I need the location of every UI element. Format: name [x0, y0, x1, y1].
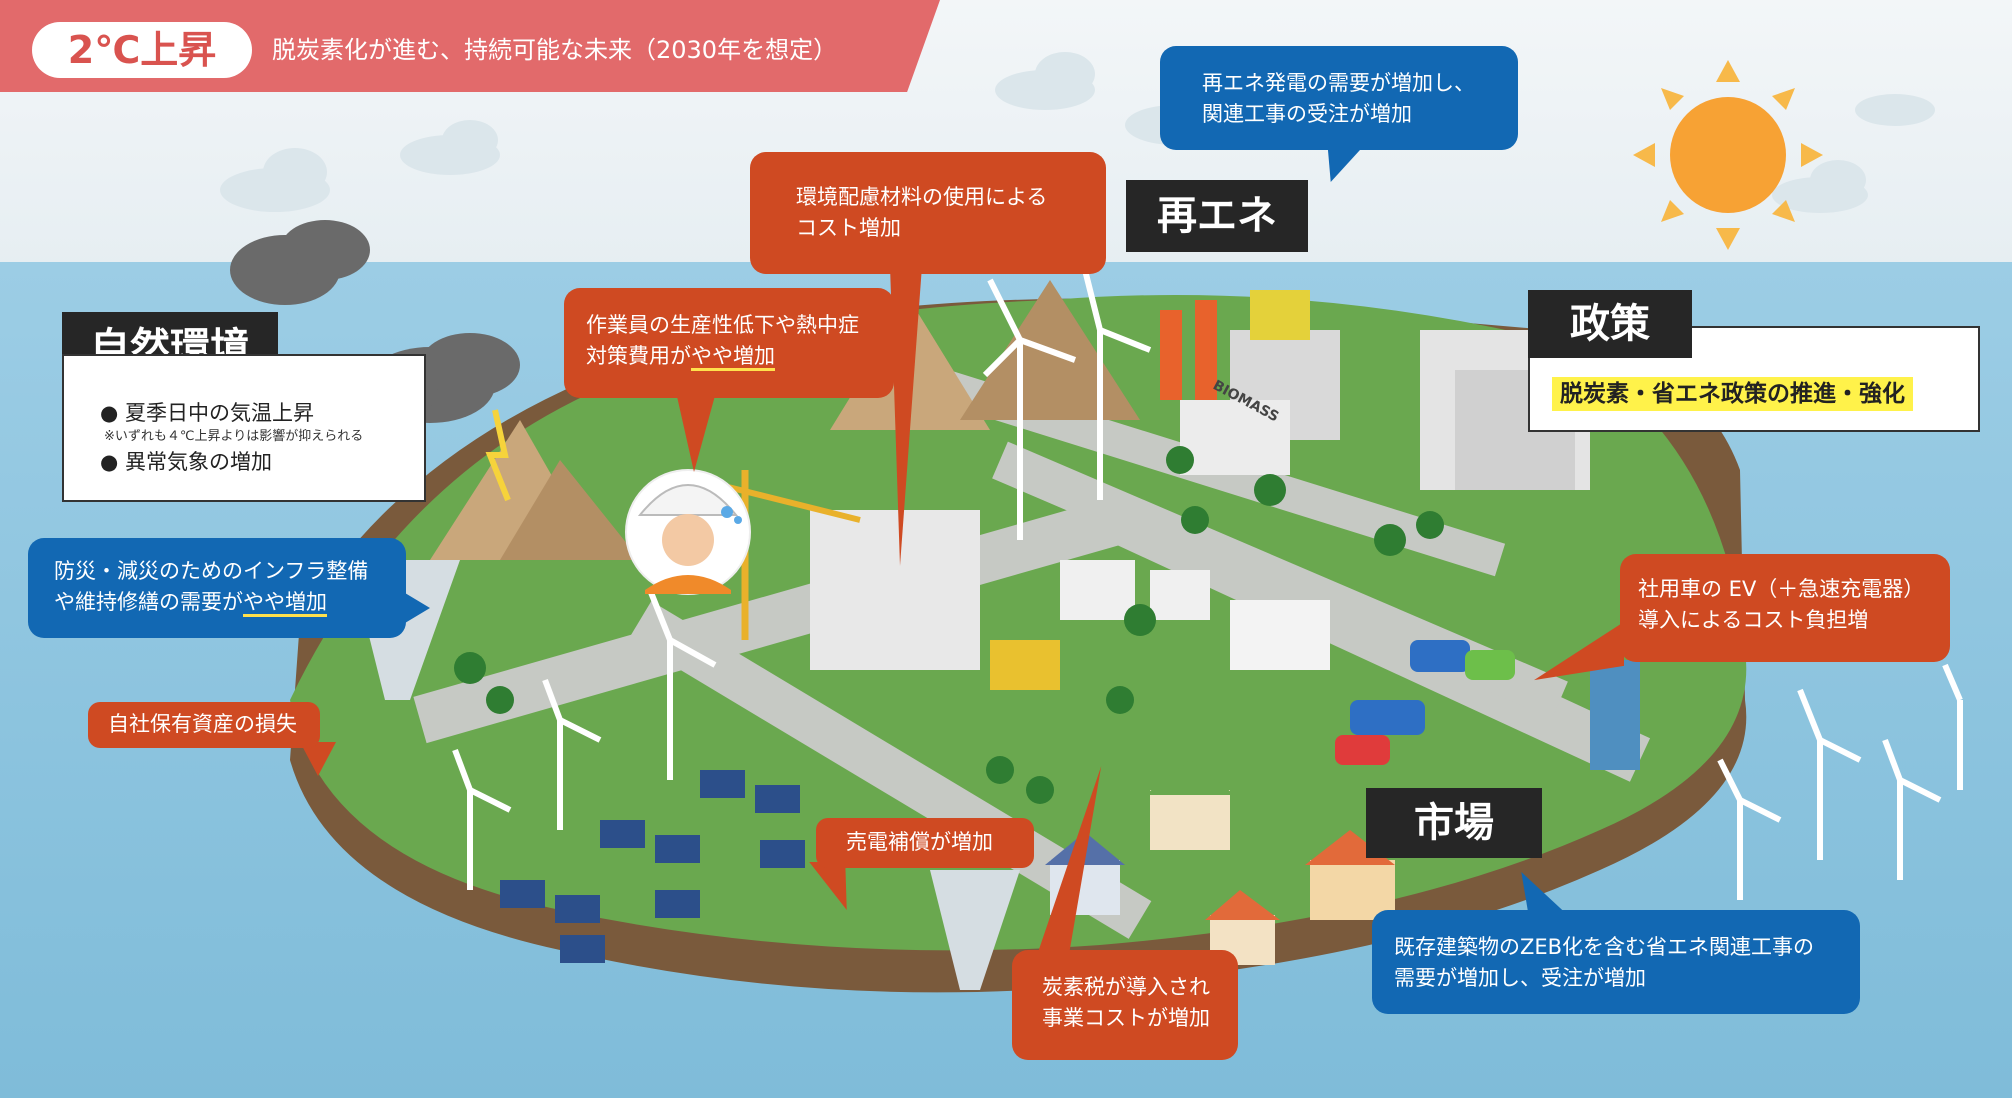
scenario-subtitle: 脱炭素化が進む、持続可能な未来（2030年を想定） [272, 36, 838, 64]
callout-text: や維持修繕の需要が [54, 590, 243, 614]
callout-tail [676, 392, 716, 472]
sun-icon [1633, 60, 1823, 250]
wind-turbines [452, 269, 1963, 900]
callout-eco-materials: 環境配慮材料の使用による コスト増加 [750, 152, 1106, 274]
callout-text: 炭素税が導入され [1042, 975, 1210, 999]
callout-text: 対策費用が [586, 344, 691, 368]
callout-text: 事業コストが増加 [1042, 1006, 1210, 1030]
callout-text: 売電補償が増加 [846, 830, 993, 854]
trees [454, 446, 1444, 804]
callout-carbon-tax: 炭素税が導入され 事業コストが増加 [1012, 950, 1238, 1060]
callout-text: 社用車の EV（＋急速充電器） [1638, 577, 1925, 601]
callout-text-row: や維持修繕の需要がやや増加 [54, 587, 406, 618]
callout-highlight: やや増加 [691, 344, 775, 371]
callout-asset-loss: 自社保有資産の損失 [88, 702, 320, 748]
category-renewable-label: 再エネ [1126, 180, 1308, 252]
callout-text: 導入によるコスト負担増 [1638, 608, 1869, 632]
natural-item-row: ● 異常気象の増加 [100, 450, 272, 474]
tornado-icon-south [930, 870, 1020, 990]
callout-text: 既存建築物のZEB化を含む省エネ関連工事の [1394, 935, 1815, 959]
callout-text: 再エネ発電の需要が増加し、 [1202, 71, 1475, 95]
natural-note: ※いずれも４℃上昇よりは影響が抑えられる [104, 429, 364, 444]
callout-disaster-infra: 防災・減災のためのインフラ整備 や維持修繕の需要がやや増加 [28, 538, 406, 638]
solar-panels [500, 770, 805, 963]
natural-item-weather: 異常気象の増加 [125, 450, 272, 474]
factories [1060, 560, 1330, 670]
callout-text: 防災・減災のためのインフラ整備 [54, 559, 369, 583]
callout-renewable-demand: 再エネ発電の需要が増加し、 関連工事の受注が増加 [1160, 46, 1518, 150]
lightning-icon [485, 409, 511, 502]
scenario-badge: 2℃上昇 [32, 22, 252, 78]
callout-feed-in: 売電補償が増加 [816, 818, 1034, 868]
natural-item-row: ● 夏季日中の気温上昇 [100, 401, 314, 425]
policy-info-box: 脱炭素・省エネ政策の推進・強化 [1528, 326, 1980, 432]
callout-text: 作業員の生産性低下や熱中症 [586, 313, 859, 337]
category-market-label: 市場 [1366, 788, 1542, 858]
callout-text: 自社保有資産の損失 [108, 712, 297, 736]
policy-item: 脱炭素・省エネ政策の推進・強化 [1552, 377, 1913, 411]
category-policy-label: 政策 [1528, 290, 1692, 358]
callout-zeb: 既存建築物のZEB化を含む省エネ関連工事の 需要が増加し、受注が増加 [1372, 910, 1860, 1014]
callout-text-row: 対策費用がやや増加 [586, 341, 894, 372]
callout-text: 環境配慮材料の使用による [796, 185, 1048, 209]
houses [1045, 760, 1395, 965]
callout-text: 需要が増加し、受注が増加 [1394, 966, 1646, 990]
natural-item-heat: 夏季日中の気温上昇 [125, 401, 314, 425]
callout-highlight: やや増加 [243, 590, 327, 617]
parking-lot [1335, 640, 1640, 770]
callout-productivity: 作業員の生産性低下や熱中症 対策費用がやや増加 [564, 288, 894, 398]
callout-text: 関連工事の受注が増加 [1202, 102, 1412, 126]
callout-ev: 社用車の EV（＋急速充電器） 導入によるコスト負担増 [1620, 554, 1950, 662]
callout-tail [890, 266, 922, 566]
power-plant [1160, 290, 1340, 475]
natural-info-box: ● 夏季日中の気温上昇 ※いずれも４℃上昇よりは影響が抑えられる ● 異常気象の… [62, 354, 426, 502]
worker-avatar [625, 469, 751, 595]
callout-text: コスト増加 [796, 216, 901, 240]
